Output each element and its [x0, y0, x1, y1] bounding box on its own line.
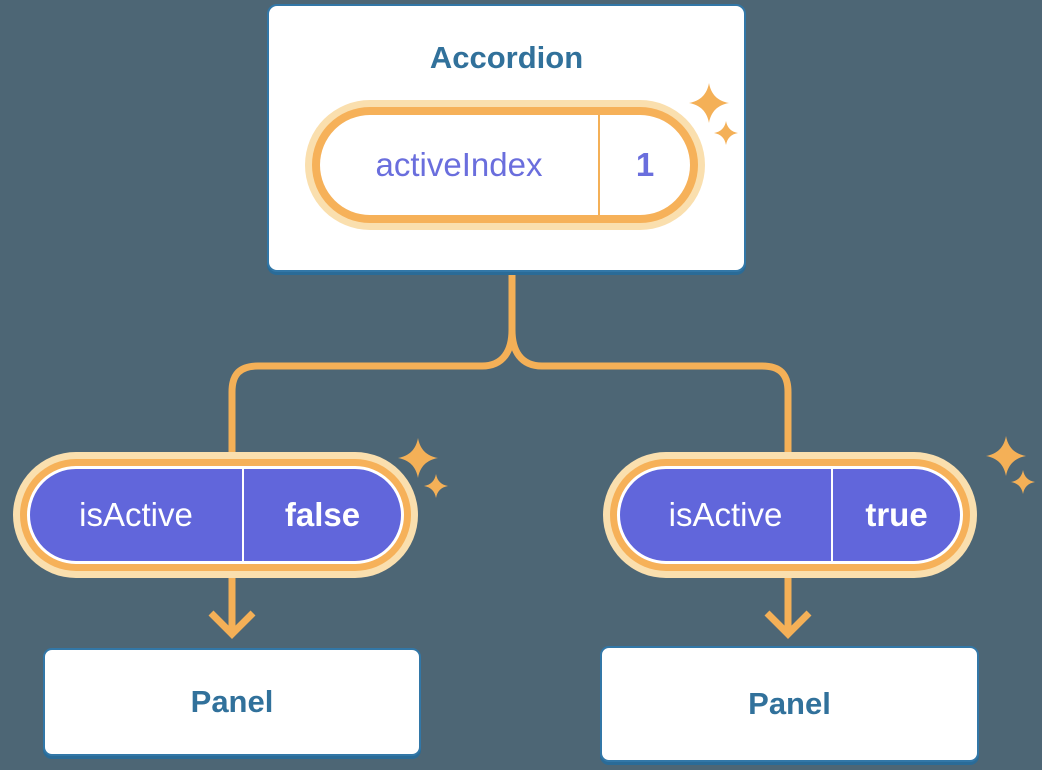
- accordion-title: Accordion: [429, 40, 584, 75]
- pill-divider: [242, 469, 244, 561]
- sparkle-glyph: [714, 121, 738, 145]
- state-pill-activeindex: activeIndex 1: [320, 115, 690, 215]
- sparkle-icon-small: [1011, 470, 1035, 494]
- connector-branch-right: [508, 268, 792, 633]
- sparkle-glyph: [398, 438, 438, 478]
- state-pill-name: activeIndex: [375, 146, 543, 183]
- sparkle-icon: [398, 438, 438, 478]
- connector-branch-left: [228, 268, 516, 633]
- prop-pill-name: isActive: [79, 496, 193, 533]
- pill-divider: [831, 469, 833, 561]
- sparkle-glyph: [689, 83, 729, 123]
- prop-pill-isactive-true: isActive true: [617, 466, 963, 564]
- prop-pill-name: isActive: [668, 496, 783, 533]
- arrowhead-left-icon: [208, 610, 256, 639]
- prop-pill-value: false: [284, 496, 361, 533]
- sparkle-glyph: [424, 474, 448, 498]
- sparkle-glyph: [1011, 470, 1035, 494]
- sparkle-icon: [986, 436, 1026, 476]
- sparkle-icon-small: [424, 474, 448, 498]
- prop-pill-value: true: [865, 496, 928, 533]
- panel-box-left: Panel: [43, 648, 421, 756]
- sparkle-icon-small: [714, 121, 738, 145]
- prop-pill-isactive-false: isActive false: [27, 466, 404, 564]
- pill-divider: [598, 115, 600, 215]
- state-pill-value: 1: [635, 146, 655, 183]
- panel-box-right: Panel: [600, 646, 979, 762]
- sparkle-icon: [689, 83, 729, 123]
- arrowhead-right-icon: [764, 610, 812, 639]
- sparkle-glyph: [986, 436, 1026, 476]
